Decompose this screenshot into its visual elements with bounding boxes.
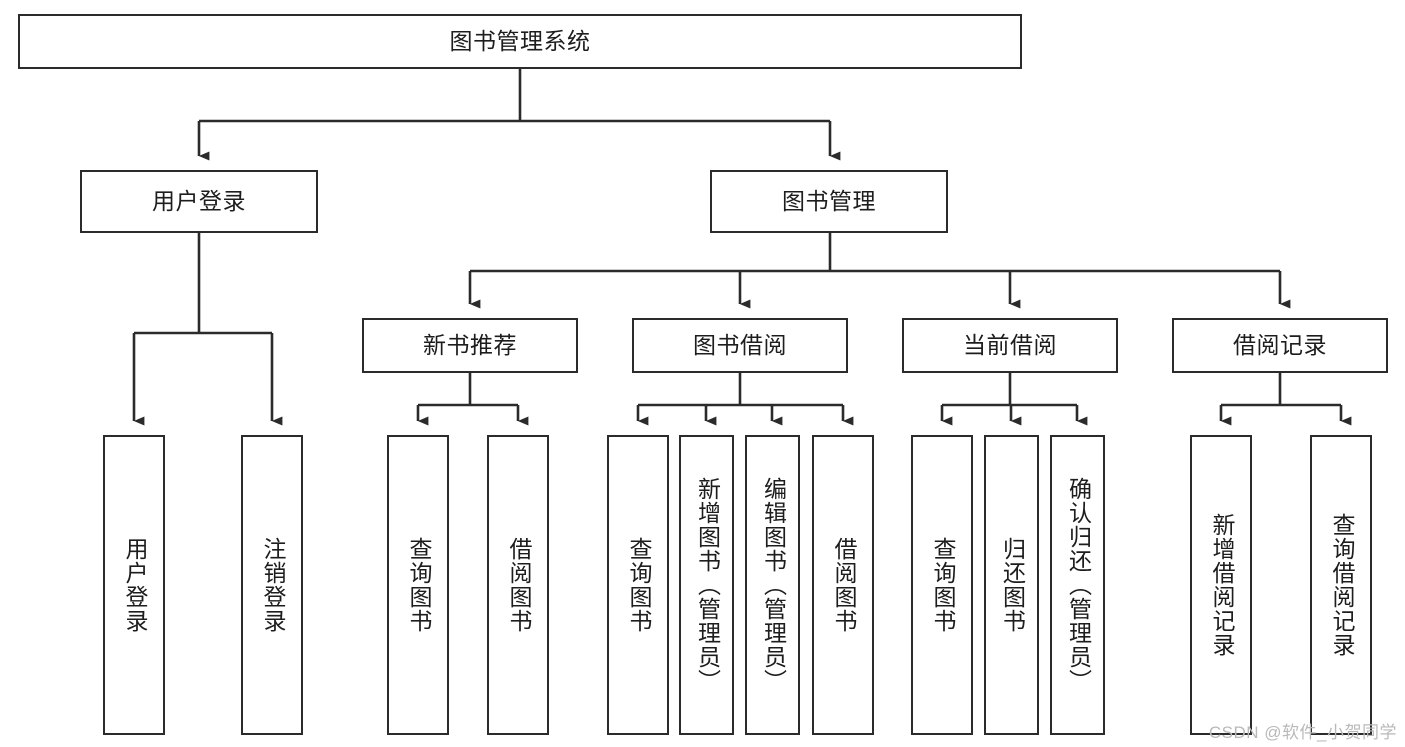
node-level3-current-borrow-label: 当前借阅 (963, 331, 1057, 358)
connector-book-management-to-level3 (468, 233, 1291, 309)
node-leaf-add-borrow-record[interactable]: 新增借阅记录 (1190, 435, 1252, 735)
node-leaf-query-book-recommend[interactable]: 查询图书 (387, 435, 449, 735)
connector-root-to-level2 (197, 69, 841, 161)
node-level2-user-login-label: 用户登录 (152, 187, 246, 214)
node-root[interactable]: 图书管理系统 (18, 14, 1022, 69)
node-level3-new-book-recommend-label: 新书推荐 (423, 331, 517, 358)
node-leaf-query-book-current-label: 查询图书 (929, 537, 956, 633)
node-leaf-add-book-admin-label: 新增图书（管理员） (694, 477, 721, 693)
node-leaf-borrow-book-label: 借阅图书 (830, 537, 857, 633)
connector-borrow-record-to-leaves (1219, 373, 1352, 426)
node-leaf-edit-book-admin-label: 编辑图书（管理员） (760, 477, 787, 693)
node-level3-book-borrow-label: 图书借阅 (693, 331, 787, 358)
node-leaf-add-borrow-record-label: 新增借阅记录 (1208, 513, 1235, 657)
node-level3-book-borrow[interactable]: 图书借阅 (632, 318, 848, 373)
node-leaf-confirm-return-admin[interactable]: 确认归还（管理员） (1050, 435, 1105, 735)
node-leaf-confirm-return-admin-label: 确认归还（管理员） (1065, 477, 1092, 693)
connector-user-login-to-leaves (132, 233, 283, 426)
node-leaf-query-book-borrow-label: 查询图书 (625, 537, 652, 633)
node-leaf-query-book-current[interactable]: 查询图书 (911, 435, 973, 735)
node-leaf-borrow-book-recommend-label: 借阅图书 (505, 537, 532, 633)
node-leaf-edit-book-admin[interactable]: 编辑图书（管理员） (745, 435, 800, 735)
node-level2-book-management[interactable]: 图书管理 (710, 170, 948, 233)
node-leaf-user-login[interactable]: 用户登录 (103, 435, 165, 735)
node-leaf-borrow-book-recommend[interactable]: 借阅图书 (487, 435, 549, 735)
node-leaf-return-book-label: 归还图书 (999, 537, 1026, 633)
watermark: CSDN @软件_小贺同学 (1208, 723, 1397, 742)
node-leaf-return-book[interactable]: 归还图书 (984, 435, 1039, 735)
node-level3-new-book-recommend[interactable]: 新书推荐 (362, 318, 578, 373)
node-leaf-query-borrow-record-label: 查询借阅记录 (1328, 513, 1355, 657)
node-level3-borrow-record-label: 借阅记录 (1233, 331, 1327, 358)
connector-book-borrow-to-leaves (636, 373, 854, 426)
node-level3-current-borrow[interactable]: 当前借阅 (902, 318, 1118, 373)
connector-current-borrow-to-leaves (940, 373, 1088, 426)
node-level2-user-login[interactable]: 用户登录 (80, 170, 318, 233)
node-level2-book-management-label: 图书管理 (782, 187, 876, 214)
connector-new-book-to-leaves (416, 373, 529, 426)
node-leaf-user-login-label: 用户登录 (121, 537, 148, 633)
node-leaf-borrow-book[interactable]: 借阅图书 (812, 435, 874, 735)
node-leaf-logout-label: 注销登录 (259, 537, 286, 633)
node-leaf-query-book-recommend-label: 查询图书 (405, 537, 432, 633)
node-leaf-logout[interactable]: 注销登录 (241, 435, 303, 735)
node-leaf-query-book-borrow[interactable]: 查询图书 (607, 435, 669, 735)
node-root-label: 图书管理系统 (449, 27, 591, 54)
node-level3-borrow-record[interactable]: 借阅记录 (1172, 318, 1388, 373)
node-leaf-query-borrow-record[interactable]: 查询借阅记录 (1310, 435, 1372, 735)
node-leaf-add-book-admin[interactable]: 新增图书（管理员） (679, 435, 734, 735)
